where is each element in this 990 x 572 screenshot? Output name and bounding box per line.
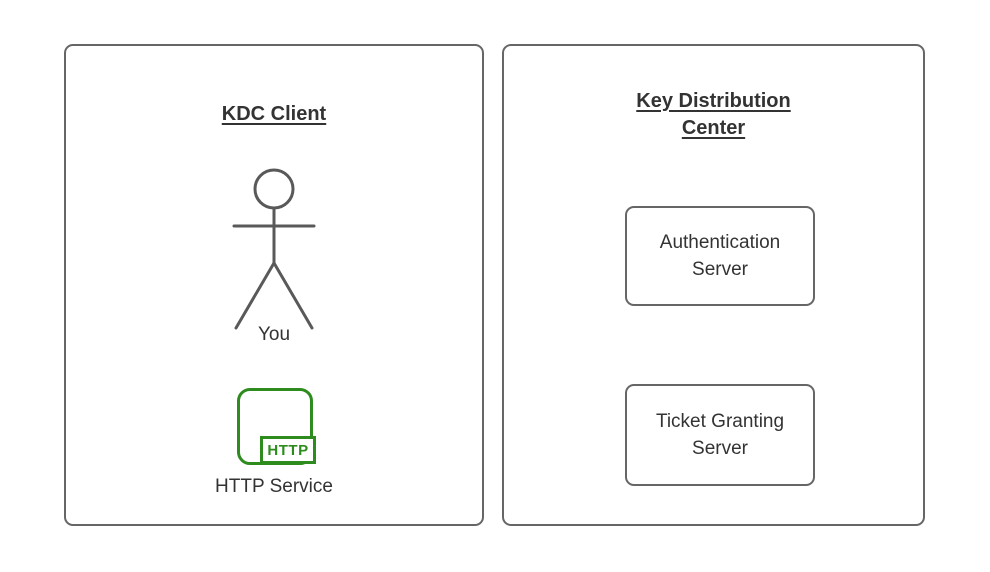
http-service-icon: HTTP bbox=[237, 388, 316, 465]
person-left-leg bbox=[234, 261, 276, 330]
key-distribution-center-title: Key Distribution Center bbox=[636, 90, 791, 139]
ticket-granting-server-node: Ticket Granting Server bbox=[625, 384, 815, 486]
http-service-label: HTTP Service bbox=[215, 476, 333, 497]
authentication-server-node: Authentication Server bbox=[625, 206, 815, 306]
authentication-server-label: Authentication Server bbox=[659, 232, 781, 280]
person-right-leg bbox=[272, 261, 314, 330]
ticket-granting-server-label: Ticket Granting Server bbox=[655, 411, 785, 459]
actor-label: You bbox=[257, 324, 291, 345]
person-head bbox=[253, 168, 295, 210]
person-icon bbox=[232, 168, 316, 330]
http-badge: HTTP bbox=[260, 436, 316, 464]
kdc-client-panel: KDC Client You HTTP HTTP Service bbox=[64, 44, 484, 526]
key-distribution-center-panel: Key Distribution Center Authentication S… bbox=[502, 44, 925, 526]
http-badge-text: HTTP bbox=[267, 441, 309, 459]
kdc-client-title: KDC Client bbox=[221, 103, 327, 125]
